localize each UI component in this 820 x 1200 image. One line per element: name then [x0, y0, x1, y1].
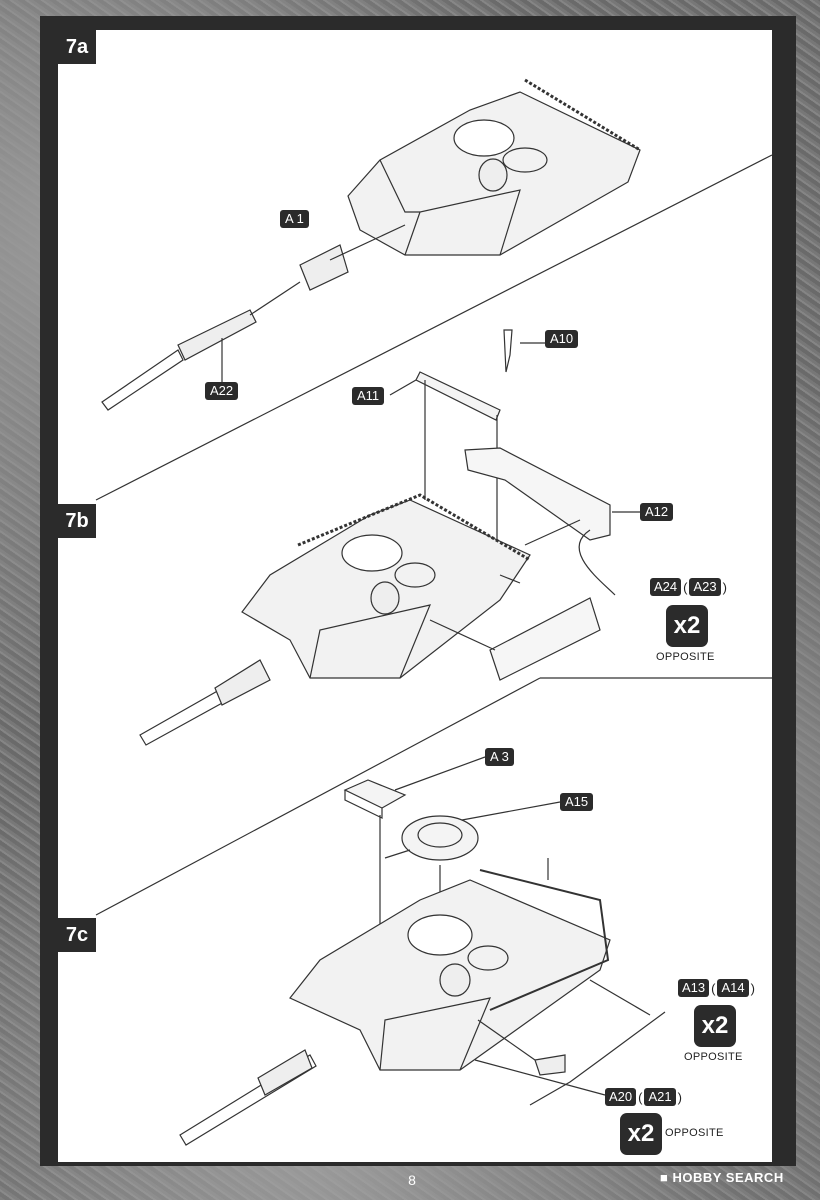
paren-close: ): [677, 1089, 682, 1105]
part-label-a1: A 1: [280, 210, 309, 228]
part-label-a23: A23: [689, 578, 721, 596]
paren-close: ): [722, 579, 727, 595]
part-label-a20: A20: [605, 1088, 637, 1106]
step-7b-tab: 7b: [58, 504, 96, 538]
part-label-a24: A24: [650, 578, 682, 596]
opposite-note-7c-a13: OPPOSITE: [684, 1051, 743, 1063]
quantity-badge-7c-a20: x2: [620, 1113, 662, 1155]
part-label-a11: A11: [352, 387, 385, 405]
part-label-a22: A22: [205, 382, 239, 400]
paren-open: (: [638, 1089, 643, 1105]
quantity-badge-7c-a13: x2: [694, 1005, 736, 1047]
part-label-a15: A15: [560, 793, 594, 811]
step-7c-tab: 7c: [58, 918, 96, 952]
watermark: ■ HOBBY SEARCH: [660, 1170, 784, 1185]
part-label-a13-a14: A13 ( A14 ): [678, 979, 755, 997]
step-7a-tab: 7a: [58, 30, 96, 64]
part-label-a20-a21: A20 ( A21 ): [605, 1088, 682, 1106]
paren-open: (: [683, 579, 688, 595]
turret-7c: [179, 858, 666, 1146]
gun-7a: [101, 224, 406, 411]
part-label-a3: A 3: [485, 748, 514, 766]
hobby-search-icon: ■: [660, 1170, 669, 1185]
divider-7b-7c: [95, 677, 541, 916]
turret-7a: [347, 78, 641, 256]
quantity-badge-7b: x2: [666, 605, 708, 647]
basket-rail-a12: [464, 447, 640, 596]
part-label-a13: A13: [678, 979, 710, 997]
page-number: 8: [398, 1168, 426, 1192]
paren-open: (: [711, 980, 716, 996]
part-label-a12: A12: [640, 503, 674, 521]
box-a3: [343, 756, 486, 955]
divider-7a-7b: [95, 154, 773, 501]
paren-close: ): [750, 980, 755, 996]
part-label-a14: A14: [717, 979, 749, 997]
cupola-a15: [384, 801, 561, 925]
watermark-text: HOBBY SEARCH: [672, 1170, 784, 1185]
searchlight-a10: [503, 329, 545, 373]
part-label-a21: A21: [644, 1088, 676, 1106]
turret-7b: [139, 493, 601, 746]
opposite-note-7c-a20: OPPOSITE: [665, 1127, 724, 1139]
part-label-a10: A10: [545, 330, 579, 348]
part-label-a24-a23: A24 ( A23 ): [650, 578, 727, 596]
opposite-note-7b: OPPOSITE: [656, 651, 715, 663]
bracket-a11: [389, 371, 501, 545]
